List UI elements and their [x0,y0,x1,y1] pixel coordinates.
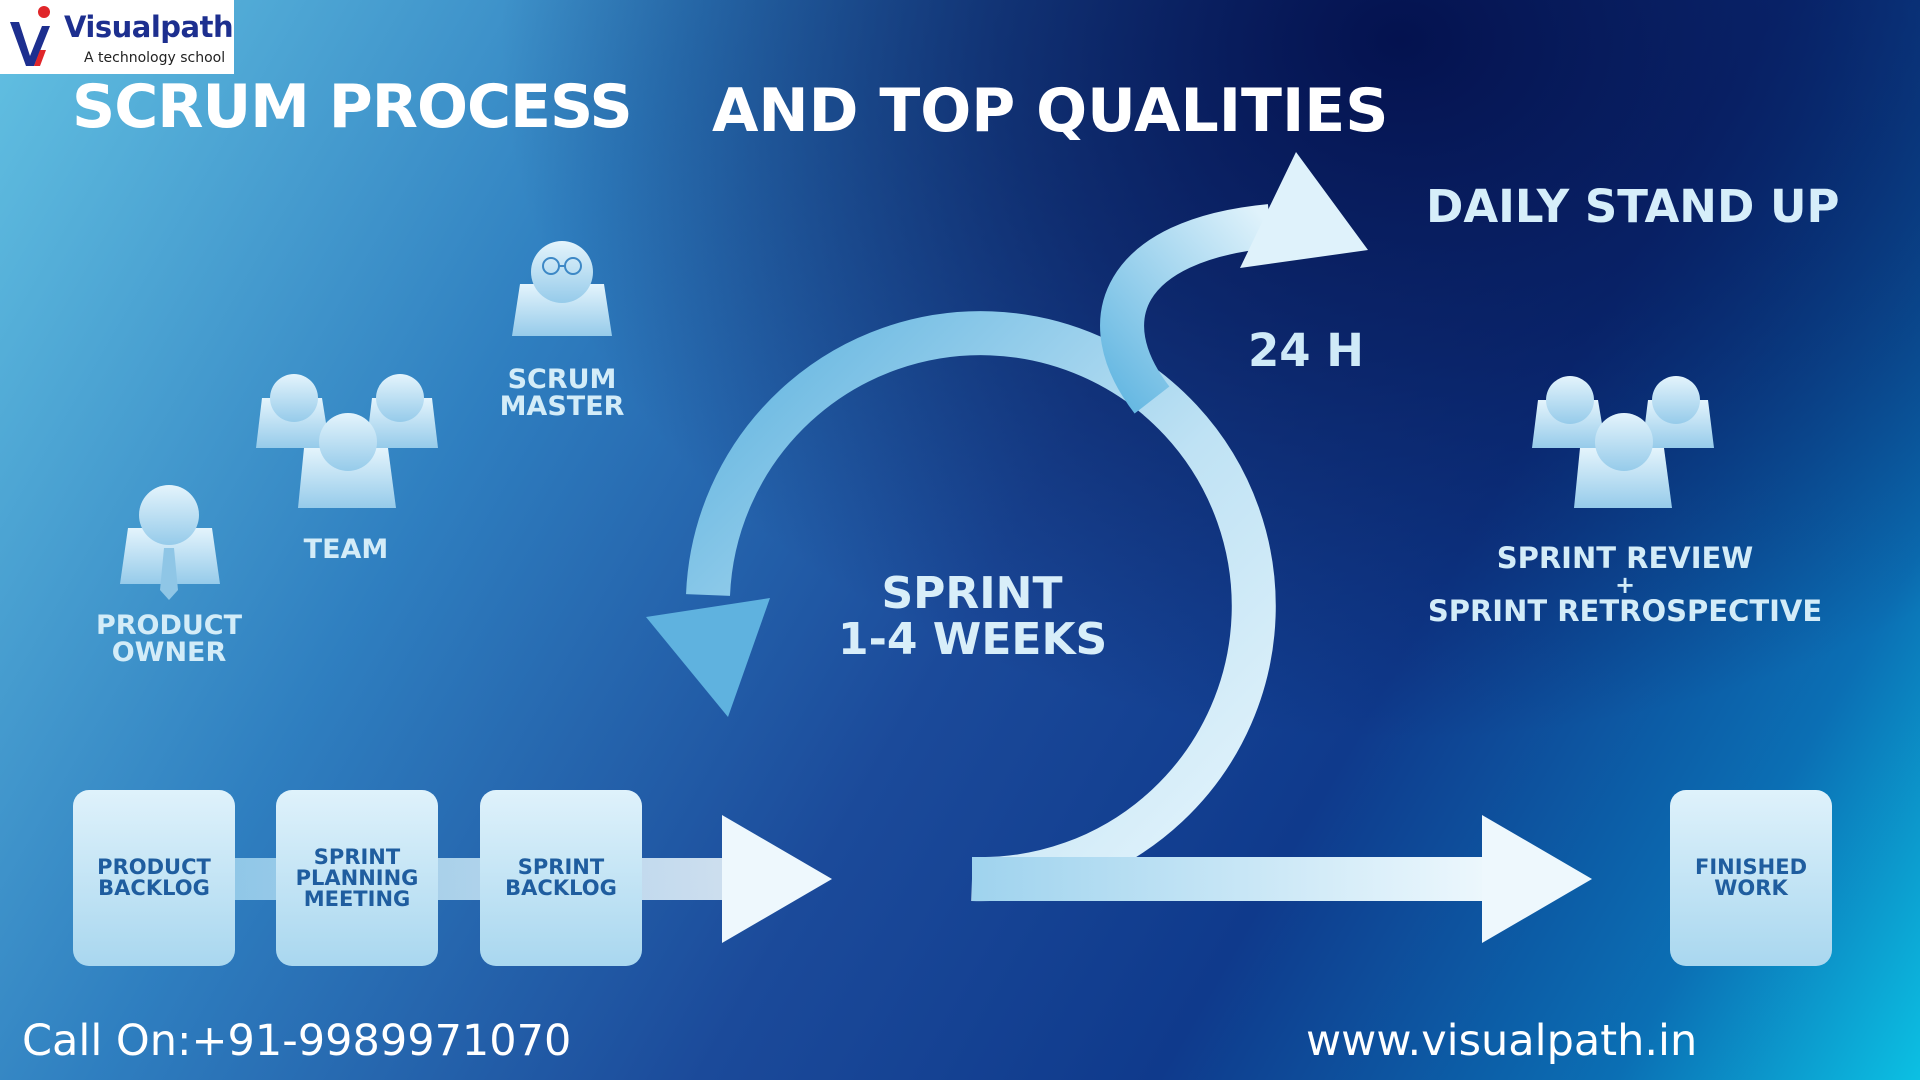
call-number[interactable]: Call On:+91-9989971070 [22,1016,572,1066]
review-team-icon [1532,376,1714,508]
review-label-line-1: SPRINT REVIEW [1496,541,1754,575]
output-arrow [972,815,1592,943]
sprint-loop-arrowhead [646,598,770,717]
product-owner-label-line-1: PRODUCT [95,610,243,641]
product-backlog-line-1: PRODUCT [97,855,211,879]
scrum-master-label-line-1: SCRUM [507,364,617,395]
product-owner-label: PRODUCT OWNER [84,612,254,666]
cycle-24h-label: 24 H [1248,324,1364,377]
sprint-planning-line-3: MEETING [303,886,411,911]
review-label: SPRINT REVIEW + SPRINT RETROSPECTIVE [1400,544,1850,626]
product-backlog-line-2: BACKLOG [98,876,210,900]
review-label-plus: + [1614,571,1636,599]
team-icon [256,374,438,508]
logo-name: Visualpath [64,10,234,44]
scrum-master-label-line-2: MASTER [499,391,625,422]
daily-standup-arc [1100,204,1273,414]
product-owner-icon [120,485,220,600]
title-part-2: AND TOP QUALITIES [712,76,1389,146]
scrum-master-label: SCRUM MASTER [492,366,632,420]
title-part-1: SCRUM PROCESS [72,72,633,142]
sprint-planning-box: SPRINT PLANNING MEETING [276,790,438,966]
brand-logo[interactable]: Visualpath A technology school [0,0,234,74]
sprint-label: SPRINT 1-4 WEEKS [838,568,1108,665]
finished-work-line-2: WORK [1714,876,1788,900]
product-backlog-box: PRODUCT BACKLOG [73,790,235,966]
finished-work-line-1: FINISHED [1694,855,1808,879]
scrum-master-icon [512,241,612,336]
team-label: TEAM [303,534,389,565]
sprint-backlog-line-1: SPRINT [517,855,605,879]
sprint-label-line-1: SPRINT [881,568,1063,619]
daily-standup-arrowhead [1240,152,1368,268]
sprint-loop-arc [686,311,1276,902]
review-label-line-2: SPRINT RETROSPECTIVE [1427,594,1823,628]
sprint-backlog-line-2: BACKLOG [505,876,617,900]
sprint-planning-line-1: SPRINT [313,844,401,869]
finished-work-box: FINISHED WORK [1670,790,1832,966]
logo-tagline: A technology school [84,50,226,66]
sprint-label-line-2: 1-4 WEEKS [838,614,1108,665]
sprint-backlog-box: SPRINT BACKLOG [480,790,642,966]
daily-stand-up-label: DAILY STAND UP [1426,180,1840,233]
visualpath-logo-icon [10,6,50,66]
product-owner-label-line-2: OWNER [111,637,227,668]
website-link[interactable]: www.visualpath.in [1306,1016,1698,1066]
sprint-planning-line-2: PLANNING [295,865,419,890]
